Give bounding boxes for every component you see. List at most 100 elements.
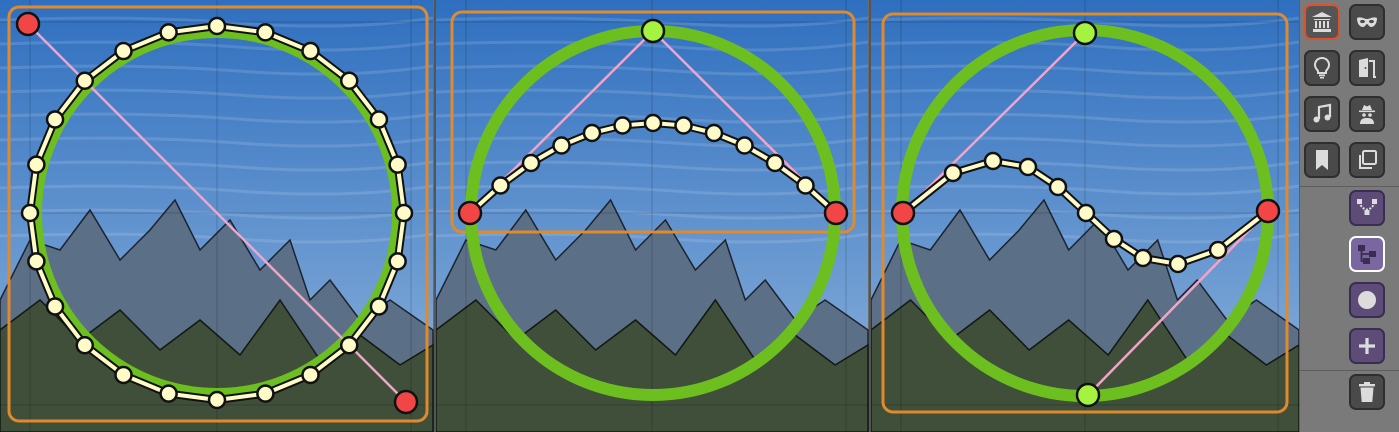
control-point [552,136,571,155]
mask-button[interactable] [1349,4,1385,40]
cloud-streak [870,16,1299,28]
cloud-streak [435,160,869,172]
bookmark-icon [1316,150,1328,170]
control-point [674,116,693,135]
full-circle-panel-background [0,0,434,432]
bounding-frame [450,10,856,234]
mountain-range-near [435,298,869,432]
circle-button[interactable] [1349,282,1385,318]
control-point [339,71,359,91]
upper-arc-panel-background [435,0,869,432]
museum-icon [1312,12,1332,32]
toolbar-divider-bottom [1300,370,1399,371]
control-point [1104,229,1124,249]
control-point [704,123,724,143]
bezier-curve-icon [1357,199,1377,215]
endpoint-red [393,389,419,415]
tree-structure-icon [1358,245,1376,264]
control-point [256,384,275,403]
endpoint-red [1255,198,1281,224]
control-point [27,155,46,174]
control-point [735,136,754,155]
copy-button[interactable] [1349,142,1385,178]
control-point [394,203,414,223]
control-point [114,365,133,385]
cloud-streak [0,40,434,52]
bezier-button[interactable] [1349,190,1385,226]
control-point [159,384,178,403]
endpoint-red [823,200,849,226]
endpoint-red [890,200,916,226]
cloud-streak [870,184,1299,196]
cloud-streak [870,160,1299,172]
control-point [1208,240,1228,260]
cloud-streak [870,208,1299,220]
control-point [159,23,178,42]
endpoint-red [457,200,483,226]
cloud-streak [0,136,434,148]
bookmark-button[interactable] [1304,142,1340,178]
control-point [207,16,227,36]
control-point [388,155,407,174]
control-point [1133,248,1153,268]
control-point [983,151,1003,171]
endpoint-green [1072,20,1098,46]
trash-icon [1359,382,1375,402]
cloud-streak [435,136,869,148]
panel-separator [434,0,436,432]
control-point [388,252,407,271]
control-point [1168,254,1188,274]
control-point [45,110,65,129]
endpoint-green [1075,382,1101,408]
chord-line [1087,210,1269,396]
plus-icon [1359,338,1375,354]
lightbulb-button[interactable] [1304,50,1340,86]
cloud-streak [435,208,869,220]
endpoint-green [640,18,666,44]
spy-icon [1359,105,1375,124]
cloud-streak [435,88,869,100]
control-point [75,335,95,355]
control-point [20,203,40,223]
cloud-streak [0,16,434,28]
cloud-streak [870,40,1299,52]
control-point [1018,157,1038,177]
control-point [796,176,815,195]
spy-button[interactable] [1349,96,1385,132]
door-button[interactable] [1349,50,1385,86]
tree-structure-button[interactable] [1349,236,1385,272]
mask-icon [1357,17,1377,27]
museum-button[interactable] [1304,4,1340,40]
mountain-range-near [870,298,1299,432]
control-point [613,116,632,135]
plus-button[interactable] [1349,328,1385,364]
control-point [27,252,46,271]
cloud-streak [870,136,1299,148]
cloud-streak [0,208,434,220]
copy-icon [1359,150,1377,169]
cloud-streak [0,160,434,172]
control-point [45,297,65,316]
control-point [339,335,359,355]
cloud-streak [435,16,869,28]
control-point [582,123,602,143]
cloud-streak [435,40,869,52]
trash-button[interactable] [1349,374,1385,410]
control-point [256,23,275,42]
endpoint-red [15,11,41,37]
lightbulb-icon [1313,56,1331,79]
control-point [369,110,389,129]
control-point [301,41,320,61]
bounding-frame [7,5,429,423]
control-point [75,71,95,91]
music-note-icon [1313,103,1332,123]
music-button[interactable] [1304,96,1340,132]
cloud-streak [0,64,434,76]
cloud-streak [435,64,869,76]
control-point [114,41,133,61]
control-point [521,153,541,173]
control-point [369,297,389,316]
scene-canvas[interactable] [0,0,1299,432]
bounding-frame [881,12,1289,414]
control-point [643,113,663,133]
